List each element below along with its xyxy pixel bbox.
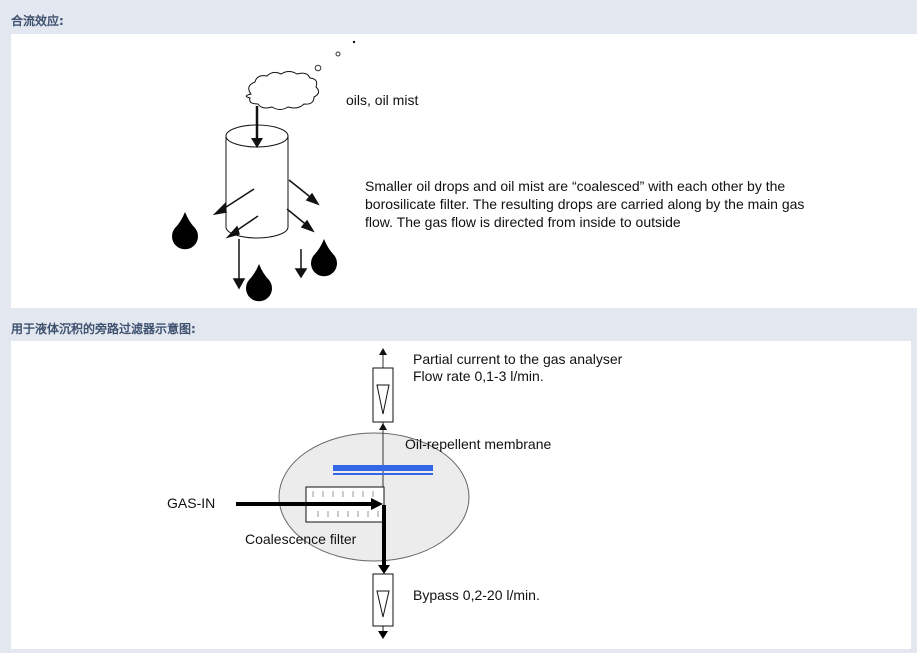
mist-dot-icon — [352, 40, 356, 44]
flowmeter-bypass[interactable] — [372, 573, 394, 627]
gas-in-label: GAS-IN — [167, 495, 216, 511]
flowmeter-float-icon — [376, 384, 390, 415]
partial-current-label: Partial current to the gas analyser — [413, 351, 623, 367]
arrow-down-icon — [378, 565, 390, 574]
description-line: borosilicate filter. The resulting drops… — [365, 196, 805, 212]
arrow-up-icon — [379, 348, 387, 355]
dispersion-arrows — [212, 179, 320, 290]
arrow-down-icon — [378, 631, 388, 639]
oil-drop-icon — [172, 212, 199, 250]
filter-media-pattern — [312, 491, 379, 517]
mist-bubble-icon — [335, 51, 341, 57]
membrane — [333, 465, 433, 471]
arrow-up-icon — [379, 423, 387, 430]
oil-mist-label: oils, oil mist — [346, 92, 419, 108]
flow-rate-label: Flow rate 0,1-3 l/min. — [413, 368, 544, 384]
description-line: flow. The gas flow is directed from insi… — [365, 214, 681, 230]
flowmeter-top[interactable] — [372, 367, 394, 423]
section-heading-bypass-filter: 用于液体沉积的旁路过滤器示意图: — [11, 322, 196, 336]
coalescence-filter-label: Coalescence filter — [245, 531, 357, 547]
oil-drop-icon — [246, 264, 272, 302]
coalescence-description: Smaller oil drops and oil mist are “coal… — [365, 177, 804, 231]
flowmeter-float-icon — [376, 590, 390, 618]
bypass-filter-diagram-panel: Partial current to the gas analyser Flow… — [11, 341, 911, 649]
description-line: Smaller oil drops and oil mist are “coal… — [365, 178, 786, 194]
bypass-filter-diagram — [236, 348, 470, 639]
oil-drop-icon — [311, 239, 337, 277]
mist-bubble-icon — [314, 64, 322, 72]
section-heading-coalescence: 合流效应: — [11, 14, 64, 28]
bypass-label: Bypass 0,2-20 l/min. — [413, 587, 540, 603]
cloud-icon — [245, 71, 320, 110]
membrane-label: Oil-repellent membrane — [405, 436, 552, 452]
analyser-label: Partial current to the gas analyser Flow… — [413, 351, 622, 385]
coalescence-diagram — [172, 40, 356, 302]
coalescence-diagram-panel: oils, oil mist Smaller oil drops and oil… — [11, 34, 917, 308]
